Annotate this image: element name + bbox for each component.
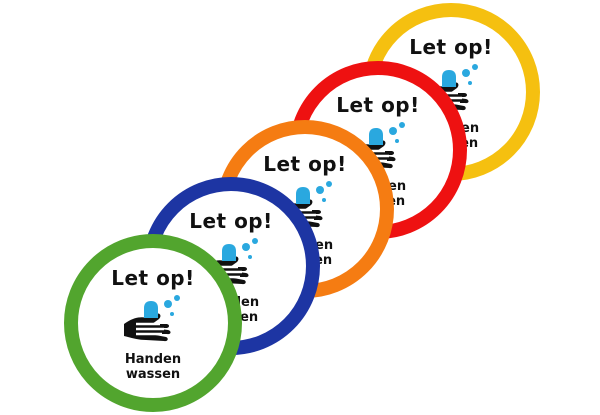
sticker-title: Let op! [336, 93, 420, 117]
sticker-caption: Handen wassen [78, 352, 228, 382]
sticker-green: Let op! Handen wassen [64, 234, 242, 412]
caption-line-2: wassen [125, 367, 181, 382]
caption-line-1: Handen [124, 352, 182, 367]
sticker-title: Let op! [409, 35, 493, 59]
sticker-title: Let op! [189, 209, 273, 233]
sticker-title: Let op! [111, 266, 195, 290]
sticker-title: Let op! [263, 152, 347, 176]
handwashing-icon [124, 295, 180, 342]
